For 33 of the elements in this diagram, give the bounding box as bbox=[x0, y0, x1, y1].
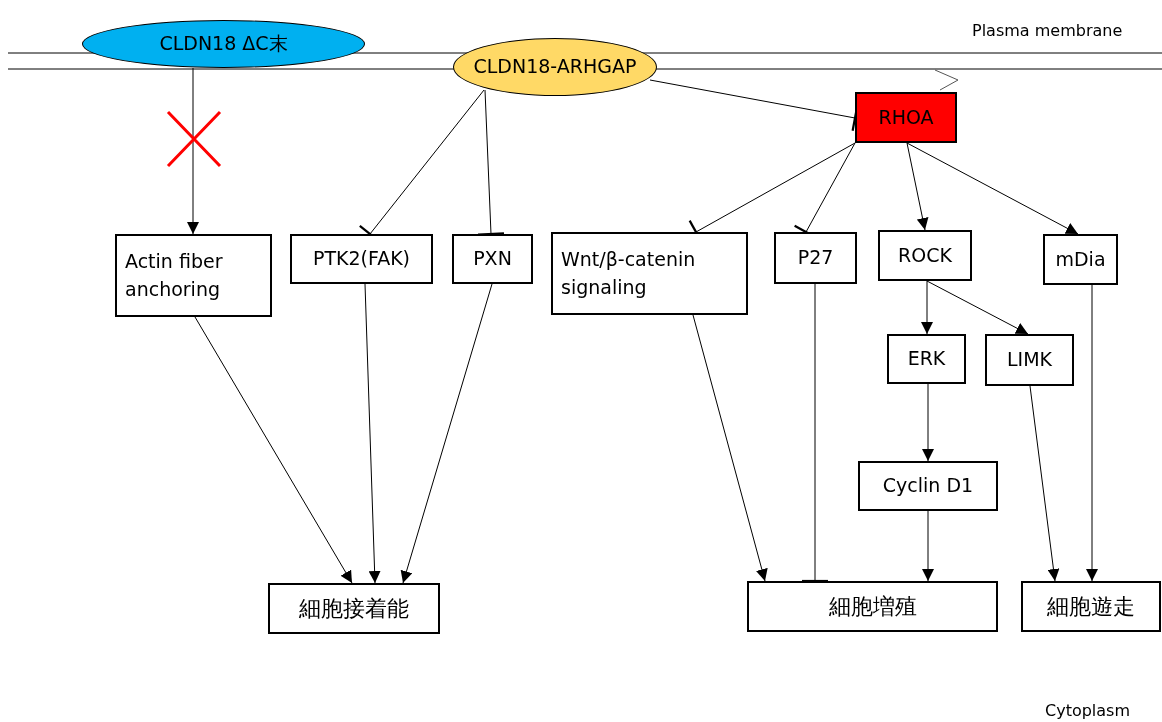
inhibition-line bbox=[800, 283, 830, 583]
arrow bbox=[692, 314, 768, 582]
protein-box: PTK2(FAK) bbox=[290, 234, 433, 284]
arrow bbox=[364, 283, 381, 584]
arrow bbox=[921, 280, 933, 335]
arrow bbox=[187, 67, 199, 235]
inhibition-line bbox=[476, 89, 506, 236]
arrow bbox=[400, 283, 493, 584]
region-label: Plasma membrane bbox=[972, 21, 1123, 40]
protein-box: ROCK bbox=[878, 230, 972, 281]
process-box: Actin fiber anchoring bbox=[115, 234, 272, 317]
protein-box: ERK bbox=[887, 334, 966, 384]
region-label: Cytoplasm bbox=[1045, 701, 1131, 720]
protein-box: PXN bbox=[452, 234, 533, 284]
arrow bbox=[926, 280, 1029, 335]
arrow bbox=[1086, 284, 1098, 582]
protein-box: LIMK bbox=[985, 334, 1074, 386]
arrow bbox=[922, 510, 934, 582]
process-box: Wnt/β-catenin signaling bbox=[551, 232, 748, 315]
protein-box: P27 bbox=[774, 232, 857, 284]
arrow bbox=[906, 142, 1079, 235]
arrow bbox=[922, 383, 934, 462]
outcome-box: 細胞増殖 bbox=[747, 581, 998, 632]
arrow bbox=[1029, 385, 1060, 582]
protein-ellipse: CLDN18 ΔC末 bbox=[82, 20, 365, 68]
protein-ellipse: CLDN18-ARHGAP bbox=[453, 38, 657, 96]
protein-box: RHOA bbox=[855, 92, 957, 143]
arrow bbox=[194, 316, 353, 584]
outcome-box: 細胞接着能 bbox=[268, 583, 440, 634]
arrow bbox=[906, 142, 929, 231]
protein-box: mDia bbox=[1043, 234, 1118, 285]
outcome-box: 細胞遊走 bbox=[1021, 581, 1161, 632]
protein-box: Cyclin D1 bbox=[858, 461, 998, 511]
